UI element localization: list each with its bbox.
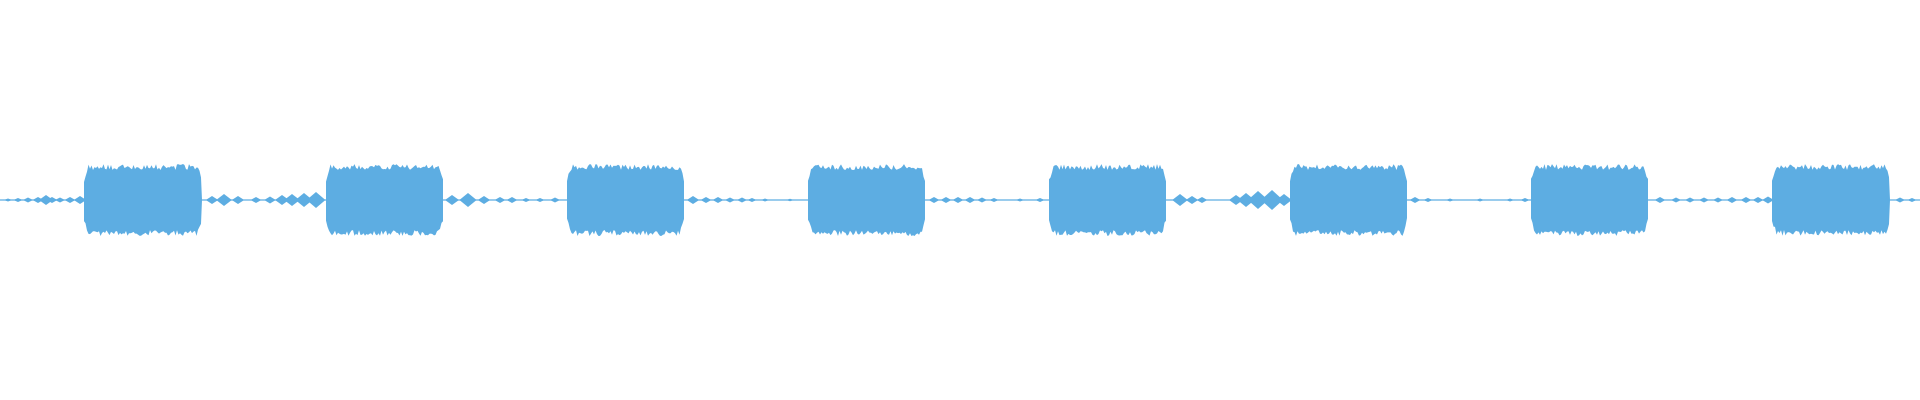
waveform-pulse bbox=[459, 193, 477, 207]
waveform-pulse bbox=[205, 196, 219, 204]
waveform-pulse bbox=[306, 192, 326, 208]
waveform-pulse bbox=[747, 198, 757, 202]
waveform-pulse bbox=[989, 198, 999, 202]
waveform-pulse bbox=[952, 197, 964, 203]
waveform-pulse bbox=[1172, 194, 1188, 206]
waveform-pulse bbox=[1671, 197, 1681, 203]
waveform-pulse bbox=[1409, 197, 1421, 203]
waveform-pulse bbox=[1740, 197, 1752, 203]
waveform-pulse bbox=[1261, 190, 1283, 210]
waveform-pulse bbox=[1247, 191, 1269, 209]
waveform-pulse bbox=[23, 197, 33, 203]
waveform-pulse bbox=[55, 197, 65, 203]
waveform-pulse bbox=[1475, 198, 1485, 202]
waveform-pulse bbox=[760, 198, 770, 202]
waveform-segment-8 bbox=[1772, 164, 1890, 236]
waveform-segment-2 bbox=[326, 164, 443, 236]
waveform-pulse bbox=[1423, 198, 1433, 202]
waveform-pulse bbox=[725, 197, 735, 203]
waveform-pulse bbox=[1196, 197, 1208, 203]
waveform-pulse bbox=[1907, 198, 1917, 202]
waveform-pulse bbox=[1445, 198, 1455, 202]
waveform-pulse bbox=[1713, 197, 1723, 203]
waveform-pulse bbox=[264, 196, 276, 204]
waveform-pulse bbox=[506, 197, 518, 203]
waveform-pulse bbox=[1699, 197, 1709, 203]
waveform-pulse bbox=[1505, 198, 1515, 202]
waveform-pulse bbox=[1229, 195, 1243, 205]
waveform-pulse bbox=[216, 194, 232, 206]
waveform-pulse bbox=[535, 198, 545, 202]
waveform-segment-3 bbox=[567, 164, 684, 236]
waveform-pulse bbox=[521, 198, 531, 202]
waveform-pulse bbox=[250, 197, 262, 203]
waveform-pulse bbox=[1685, 197, 1695, 203]
waveform-pulse bbox=[977, 197, 987, 203]
waveform-segment-4 bbox=[808, 164, 925, 236]
waveform-pulse bbox=[712, 197, 724, 203]
waveform-pulse bbox=[550, 197, 560, 203]
waveform-pulse bbox=[1035, 198, 1045, 202]
waveform-segment-5 bbox=[1049, 164, 1166, 236]
waveform-pulse bbox=[700, 197, 712, 203]
waveform-pulse bbox=[64, 197, 76, 203]
waveform-pulse bbox=[1185, 196, 1199, 204]
waveform-pulse bbox=[928, 197, 940, 203]
waveform-pulse bbox=[73, 196, 87, 204]
waveform-pulse bbox=[13, 198, 23, 202]
waveform-pulse bbox=[1752, 197, 1764, 203]
waveform-pulse bbox=[494, 197, 506, 203]
waveform-pulse bbox=[275, 195, 289, 205]
waveform-pulse bbox=[284, 194, 300, 206]
waveform-pulse bbox=[1015, 198, 1025, 202]
waveform-pulse bbox=[445, 195, 459, 205]
waveform-pulse bbox=[1654, 197, 1666, 203]
waveform-pulse bbox=[1895, 197, 1905, 203]
waveform-segment-6 bbox=[1290, 164, 1407, 236]
waveform-pulse bbox=[32, 197, 44, 203]
waveform-pulse bbox=[686, 196, 700, 204]
waveform-pulse bbox=[786, 198, 794, 202]
waveform-segment-1 bbox=[84, 164, 202, 236]
waveform-pulse bbox=[964, 197, 976, 203]
waveform-quiet-pulses bbox=[3, 190, 1917, 210]
waveform-pulse bbox=[1276, 194, 1292, 206]
waveform-pulse bbox=[1520, 198, 1530, 202]
waveform-pulse bbox=[1726, 197, 1738, 203]
waveform-loud-segments bbox=[84, 164, 1890, 236]
waveform-pulse bbox=[940, 197, 952, 203]
waveform-segment-7 bbox=[1531, 164, 1648, 236]
waveform-pulse bbox=[477, 196, 491, 204]
waveform-pulse bbox=[1762, 196, 1774, 204]
waveform-pulse bbox=[231, 196, 245, 204]
waveform-pulse bbox=[3, 198, 13, 202]
waveform-pulse bbox=[46, 197, 58, 203]
waveform-pulse bbox=[39, 195, 53, 205]
waveform-pulse bbox=[1237, 193, 1255, 207]
waveform-pulse bbox=[295, 193, 313, 207]
waveform-pulse bbox=[737, 197, 747, 203]
